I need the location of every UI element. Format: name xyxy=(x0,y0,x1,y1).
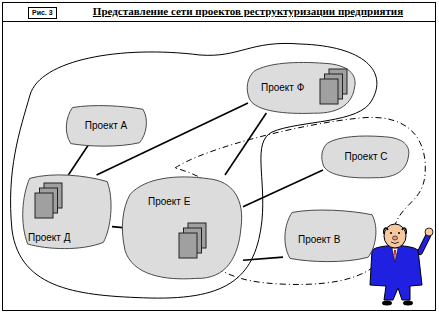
link-line xyxy=(243,257,283,260)
project-name: Проект С xyxy=(345,151,388,163)
figure-number: Рис. 3 xyxy=(28,7,57,19)
blob-shape xyxy=(122,177,241,279)
eye xyxy=(398,232,400,234)
document-sheet xyxy=(179,233,197,258)
diagram-title: Представление сети проектов реструктуриз… xyxy=(62,4,434,18)
nose xyxy=(393,236,398,240)
project-link xyxy=(243,257,283,260)
suit xyxy=(370,246,422,301)
blob-shape xyxy=(285,210,376,262)
header-rule xyxy=(2,21,436,22)
group-outline xyxy=(11,43,377,298)
shirt xyxy=(392,248,398,262)
document-stack-icon xyxy=(178,222,208,260)
project-name: Проект Д xyxy=(28,232,71,244)
document-sheet xyxy=(320,79,338,104)
blob-shape xyxy=(322,136,409,178)
document-stack-icon xyxy=(319,68,349,106)
head xyxy=(384,224,406,248)
link-line xyxy=(225,113,266,175)
project-blob: Проект Е xyxy=(120,172,246,284)
project-blob: Проект С xyxy=(320,134,412,180)
frame xyxy=(3,3,436,311)
project-blob: Проект В xyxy=(280,208,380,264)
project-link xyxy=(225,113,266,175)
document-sheet xyxy=(35,193,53,218)
hair xyxy=(384,228,406,234)
link-line xyxy=(112,226,123,229)
project-link xyxy=(112,226,123,228)
shoe xyxy=(403,301,413,306)
blob-shape xyxy=(66,106,146,147)
arm xyxy=(420,236,428,252)
link-line xyxy=(68,145,88,175)
link-line xyxy=(243,170,323,207)
project-name: Проект В xyxy=(298,234,340,246)
arm xyxy=(420,236,428,252)
project-name: Проект Ф xyxy=(261,82,304,94)
blob-shape xyxy=(23,175,111,249)
project-link xyxy=(68,145,88,175)
project-link xyxy=(243,170,323,207)
project-name: Проект А xyxy=(85,120,127,132)
tie xyxy=(394,250,396,262)
shoe xyxy=(382,301,392,306)
eye xyxy=(390,232,392,234)
document-stack-icon xyxy=(34,182,64,220)
blob-shape xyxy=(247,62,355,113)
project-blob: Проект А xyxy=(62,104,150,148)
hand xyxy=(425,228,433,236)
mouth xyxy=(391,242,399,244)
project-name: Проект Е xyxy=(148,196,190,208)
project-blob: Проект Ф xyxy=(245,60,359,116)
project-blob: Проект Д xyxy=(18,172,115,252)
